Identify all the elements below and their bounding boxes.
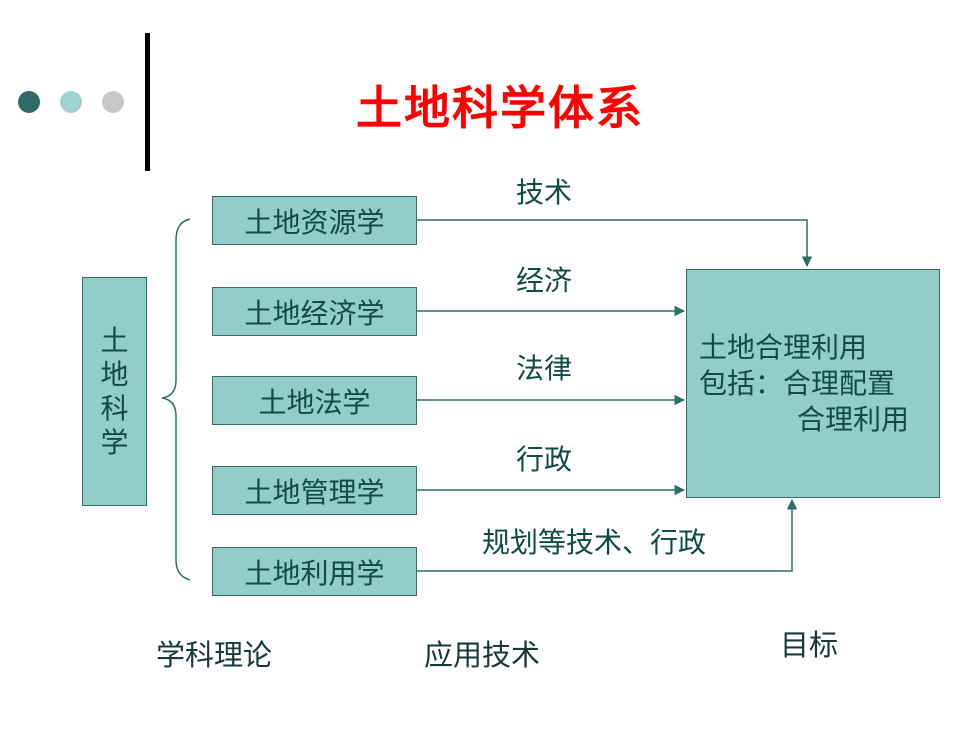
connector-label-technology: 技术 <box>516 176 573 209</box>
connector-label-planning: 规划等技术、行政 <box>482 526 707 559</box>
root-char: 学 <box>100 425 129 459</box>
root-box: 土 地 科 学 <box>82 277 147 506</box>
caption-applied: 应用技术 <box>424 638 541 672</box>
connector-label-law: 法律 <box>516 352 573 385</box>
target-line-2: 包括：合理配置 <box>699 367 896 400</box>
target-line-1: 土地合理利用 <box>699 331 868 364</box>
connector-label-administration: 行政 <box>516 443 573 476</box>
decor-dot-light <box>102 91 124 113</box>
root-char: 地 <box>100 357 129 391</box>
group-brace <box>161 218 191 581</box>
discipline-box-economy: 土地经济学 <box>212 287 417 336</box>
decor-dot-mid <box>60 91 82 113</box>
decor-vertical-bar <box>145 33 150 171</box>
target-box: 土地合理利用 包括：合理配置 合理利用 <box>686 269 940 498</box>
caption-goal: 目标 <box>780 628 839 662</box>
decor-dot-dark <box>18 91 40 113</box>
arrow-use <box>417 498 798 572</box>
root-char: 土 <box>100 323 129 357</box>
discipline-box-management: 土地管理学 <box>212 466 417 515</box>
discipline-box-resource: 土地资源学 <box>212 196 417 245</box>
discipline-box-law: 土地法学 <box>212 376 417 425</box>
caption-theory: 学科理论 <box>156 638 273 672</box>
slide-title: 土地科学体系 <box>356 81 644 135</box>
target-line-3: 合理利用 <box>797 403 910 436</box>
connector-label-economy: 经济 <box>516 264 573 297</box>
root-char: 科 <box>100 391 129 425</box>
arrow-resource <box>417 219 813 268</box>
discipline-box-use: 土地利用学 <box>212 547 417 596</box>
